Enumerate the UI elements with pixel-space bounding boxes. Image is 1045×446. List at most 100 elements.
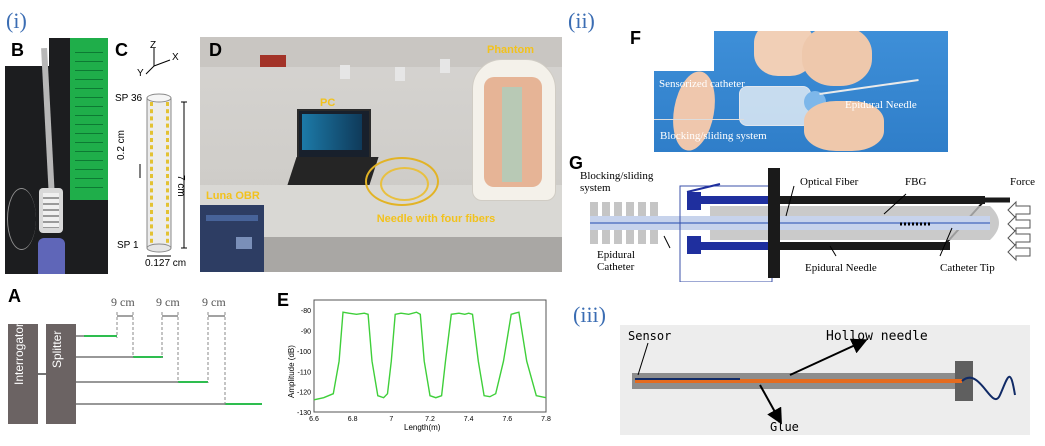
x-tick-label: 7.4 — [464, 416, 474, 423]
sensing-point — [150, 152, 153, 157]
sensing-point — [166, 123, 169, 128]
sensing-point — [150, 102, 153, 106]
y-tick-label: -120 — [297, 390, 311, 397]
luna-label: Luna OBR — [206, 190, 260, 202]
pc-label: PC — [320, 97, 336, 109]
panel-label-g: G — [569, 153, 584, 173]
sensing-point — [150, 195, 153, 200]
sensing-point — [150, 123, 153, 128]
sensing-point — [150, 145, 153, 150]
sensing-point — [150, 231, 153, 236]
length-label: 7 cm — [175, 175, 186, 197]
needle-four-fibers-label: Needle with four fibers — [376, 213, 496, 225]
section-label-iii: (iii) — [573, 302, 606, 327]
axis-y-label: Y — [137, 68, 144, 79]
sensing-point — [166, 109, 169, 114]
catheter-tip-label: Catheter Tip — [940, 262, 995, 274]
axis-z-label: Z — [150, 40, 157, 51]
y-tick-label: -100 — [297, 349, 311, 356]
panel-g-diagram — [590, 168, 1031, 282]
spacing-label: 0.2 cm — [116, 129, 127, 160]
epidural-needle-f-label: Epidural Needle — [845, 99, 917, 111]
panel-label-f: F — [630, 28, 641, 48]
sensing-point — [150, 159, 153, 164]
x-tick-label: 6.8 — [348, 416, 358, 423]
sensor-label: Sensor — [628, 329, 672, 343]
panel-label-a: A — [8, 286, 21, 306]
x-tick-label: 7.6 — [502, 416, 512, 423]
blocking-g-label: Blocking/sliding system — [580, 170, 654, 194]
phantom-label: Phantom — [487, 44, 535, 56]
sensing-point — [166, 181, 169, 186]
sensing-point — [150, 174, 153, 178]
sensing-point — [150, 238, 153, 243]
sensing-point — [166, 231, 169, 236]
x-tick-label: 7.2 — [425, 416, 435, 423]
epidural-catheter-label: Epidural Catheter — [597, 249, 635, 273]
panel-iii-diagram — [620, 325, 1030, 435]
sensing-point — [166, 210, 169, 214]
sensing-point — [166, 238, 169, 243]
sensing-point — [166, 102, 169, 106]
panel-a-diagram — [8, 312, 262, 424]
sensing-point — [166, 195, 169, 200]
sensing-point — [166, 159, 169, 164]
sensing-point — [166, 116, 169, 121]
section-label-ii: (ii) — [568, 8, 595, 33]
sensing-point — [150, 224, 153, 229]
section-label-i: (i) — [6, 8, 27, 33]
x-tick-label: 7.8 — [541, 416, 551, 423]
sensing-point — [150, 166, 153, 171]
sensing-point — [166, 145, 169, 150]
sensing-point — [150, 202, 153, 207]
fbg-label: FBG — [905, 176, 927, 188]
sensing-point — [150, 109, 153, 114]
y-tick-label: -130 — [297, 410, 311, 417]
y-tick-label: -80 — [301, 308, 311, 315]
x-tick-label: 7 — [389, 416, 393, 423]
sensing-point — [166, 138, 169, 142]
y-tick-label: -90 — [301, 329, 311, 336]
panel-label-e: E — [277, 290, 290, 310]
panel-label-d: D — [209, 40, 222, 60]
sensing-point — [150, 188, 153, 193]
panel-label-b: B — [11, 40, 24, 60]
splitter-label: Splitter — [50, 330, 64, 368]
sensing-point — [150, 217, 153, 222]
y-tick-label: -110 — [298, 369, 312, 376]
x-tick-label: 6.6 — [309, 416, 319, 423]
sensing-point — [150, 116, 153, 121]
sensing-point — [166, 217, 169, 222]
sensing-point — [150, 138, 153, 142]
sensing-point — [166, 152, 169, 157]
sensing-point — [166, 130, 169, 135]
glue-label: Glue — [770, 420, 799, 434]
sp1-label: SP 1 — [117, 240, 139, 251]
sensing-point — [150, 210, 153, 214]
panel-d-photo — [200, 37, 562, 272]
sensing-point — [166, 174, 169, 178]
epidural-needle-g-label: Epidural Needle — [805, 262, 877, 274]
spacing-label-2: 9 cm — [156, 295, 180, 309]
diameter-label: 0.127 cm — [145, 258, 187, 269]
sensorized-label: Sensorized catheter — [659, 78, 745, 90]
hollow-needle-label: Hollow needle — [826, 329, 928, 344]
panel-label-c: C — [115, 40, 128, 60]
spacing-label-1: 9 cm — [111, 295, 135, 309]
interrogator-label: Interrogator — [12, 322, 26, 385]
e-xlabel: Length(m) — [404, 423, 441, 432]
sensing-point — [166, 202, 169, 207]
sensing-point — [166, 188, 169, 193]
force-label: Force — [1010, 176, 1036, 188]
sensing-point — [166, 166, 169, 171]
e-ylabel: Amplitude (dB) — [287, 345, 296, 398]
blocking-f-label: Blocking/sliding system — [660, 130, 767, 142]
panel-f-photo — [654, 31, 948, 152]
spacing-label-3: 9 cm — [202, 295, 226, 309]
panel-c-diagram — [139, 48, 187, 257]
series-line — [313, 311, 547, 401]
sensing-point — [150, 181, 153, 186]
sp36-label: SP 36 — [115, 93, 143, 104]
sensing-point — [166, 224, 169, 229]
